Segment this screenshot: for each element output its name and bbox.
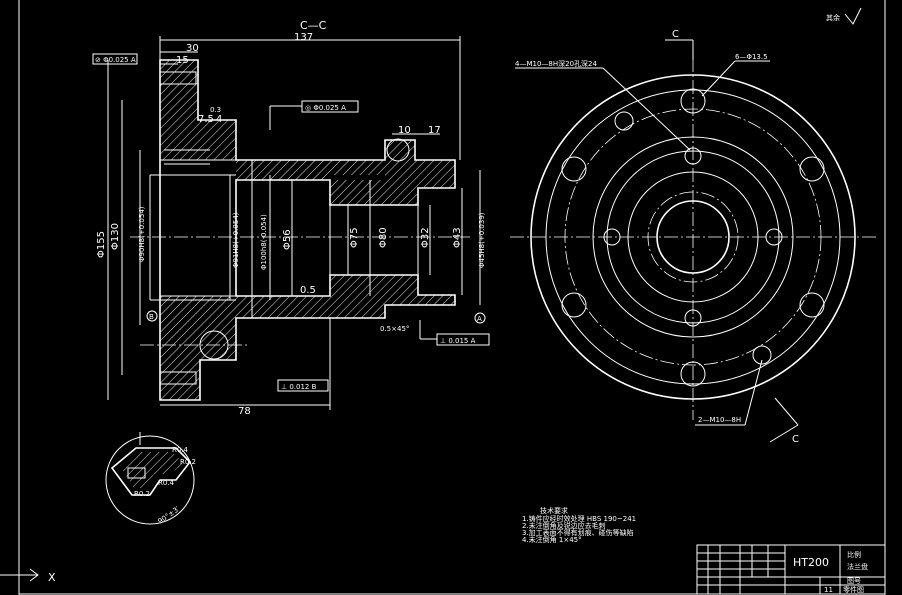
section-cut-marker-bottom: C bbox=[769, 397, 799, 445]
detail-angle: 90°±3′ bbox=[157, 505, 182, 526]
dia-43: Φ43 bbox=[452, 227, 463, 248]
tapped-holes bbox=[603, 111, 783, 365]
notes-line-1: 1.铸件应经时效处理 HBS 190~241 bbox=[522, 514, 636, 523]
svg-text:4—M10—8H深20孔深24: 4—M10—8H深20孔深24 bbox=[515, 59, 597, 68]
detail-r02-a: R0.2 bbox=[180, 458, 196, 466]
title-sheet: 11 bbox=[824, 586, 833, 594]
title-part-name: 法兰盘 bbox=[847, 562, 868, 571]
title-small-2: 图号 bbox=[847, 577, 861, 585]
dim-10: 10 bbox=[398, 125, 411, 136]
tolerance-frame-bottom: ⊥ 0.012 B bbox=[277, 379, 329, 392]
dim-137: 137 bbox=[294, 32, 313, 43]
dia-155: Φ155 bbox=[96, 231, 107, 258]
title-block: HT200 比例 法兰盘 图号 零件图 11 bbox=[696, 544, 886, 595]
technical-notes: 技术要求 1.铸件应经时效处理 HBS 190~241 2.未注倒角及锐边应去毛… bbox=[522, 506, 636, 544]
hole-callout-tapped: 4—M10—8H深20孔深24 bbox=[515, 59, 691, 151]
section-view: C—C 30 15 137 1 bbox=[92, 19, 490, 417]
hole-callout-2x: 2—M10—8H bbox=[695, 359, 763, 426]
title-small-1: 比例 bbox=[847, 550, 861, 559]
axis-x-label: X bbox=[48, 571, 56, 584]
dim-0-3: 0.3 bbox=[210, 106, 221, 114]
dia-32: Φ32 bbox=[420, 227, 431, 248]
svg-text:⊥ 0.012 B: ⊥ 0.012 B bbox=[281, 383, 317, 391]
notes-title: 技术要求 bbox=[540, 506, 568, 515]
side-view: C C 4—M10—8H深20孔深24 6—Φ13.5 2—M10—8H bbox=[510, 29, 876, 445]
dim-7-5: 7.5 bbox=[198, 114, 214, 125]
notes-line-2: 2.未注倒角及锐边应去毛刺 bbox=[522, 521, 606, 530]
bolt-holes bbox=[561, 88, 825, 387]
hole-callout-6x: 6—Φ13.5 bbox=[701, 53, 770, 97]
svg-text:⊘ Φ0.025 A: ⊘ Φ0.025 A bbox=[95, 56, 136, 64]
dim-78: 78 bbox=[238, 406, 251, 417]
detail-r02-b: R0.2 bbox=[134, 490, 150, 498]
datum-b-marker: B bbox=[146, 310, 158, 322]
svg-text:C: C bbox=[672, 29, 679, 40]
chamfer-note: 0.5×45° bbox=[380, 325, 409, 333]
notes-line-3: 3.加工表面不得有划痕、碰伤等缺陷 bbox=[522, 528, 634, 537]
dia-90h8: Φ90H8(+0.054) bbox=[138, 206, 146, 262]
dim-30: 30 bbox=[186, 43, 199, 54]
svg-text:A: A bbox=[477, 315, 482, 323]
svg-text:6—Φ13.5: 6—Φ13.5 bbox=[735, 53, 768, 61]
dim-0-5: 0.5 bbox=[300, 285, 316, 296]
dim-15: 15 bbox=[176, 55, 189, 66]
dia-91h8: Φ91H8(+0.054) bbox=[232, 212, 240, 268]
tolerance-frame-left: ⊘ Φ0.025 A bbox=[92, 53, 138, 65]
ucs-axis-icon: X bbox=[0, 568, 56, 584]
dia-80: Φ80 bbox=[378, 227, 389, 248]
detail-r04-b: R0.4 bbox=[158, 479, 175, 487]
dia-100h8: Φ100h8(-0.054) bbox=[260, 214, 268, 270]
tolerance-frame-right: ⊥ 0.015 A bbox=[419, 320, 490, 346]
section-title: C—C bbox=[300, 19, 327, 32]
svg-text:B: B bbox=[149, 313, 154, 321]
dim-4: 4 bbox=[216, 114, 222, 125]
svg-text:⊥ 0.015 A: ⊥ 0.015 A bbox=[440, 337, 476, 345]
svg-text:2—M10—8H: 2—M10—8H bbox=[698, 416, 741, 424]
svg-text:C: C bbox=[792, 434, 799, 445]
datum-a-marker: A bbox=[474, 312, 486, 324]
dia-56: Φ56 bbox=[282, 229, 293, 250]
title-subtitle: 零件图 bbox=[843, 585, 864, 594]
title-material: HT200 bbox=[793, 556, 829, 569]
dia-45h8: Φ45H8(+0.039) bbox=[478, 212, 486, 268]
roughness-note: 其余 bbox=[826, 7, 862, 25]
notes-line-4: 4.未注倒角 1×45° bbox=[522, 535, 582, 544]
dim-17: 17 bbox=[428, 125, 441, 136]
detail-r04-a: R0.4 bbox=[172, 446, 189, 454]
detail-view: R0.4 R0.2 R0.4 R0.2 90°±3′ bbox=[105, 432, 196, 526]
svg-text:◎ Φ0.025 A: ◎ Φ0.025 A bbox=[305, 104, 346, 112]
dia-130: Φ130 bbox=[110, 223, 121, 250]
section-cut-marker-top: C bbox=[665, 29, 694, 60]
roughness-note-text: 其余 bbox=[826, 13, 840, 22]
tolerance-frame-top: ◎ Φ0.025 A bbox=[269, 100, 359, 130]
dia-75: Φ75 bbox=[349, 227, 360, 248]
